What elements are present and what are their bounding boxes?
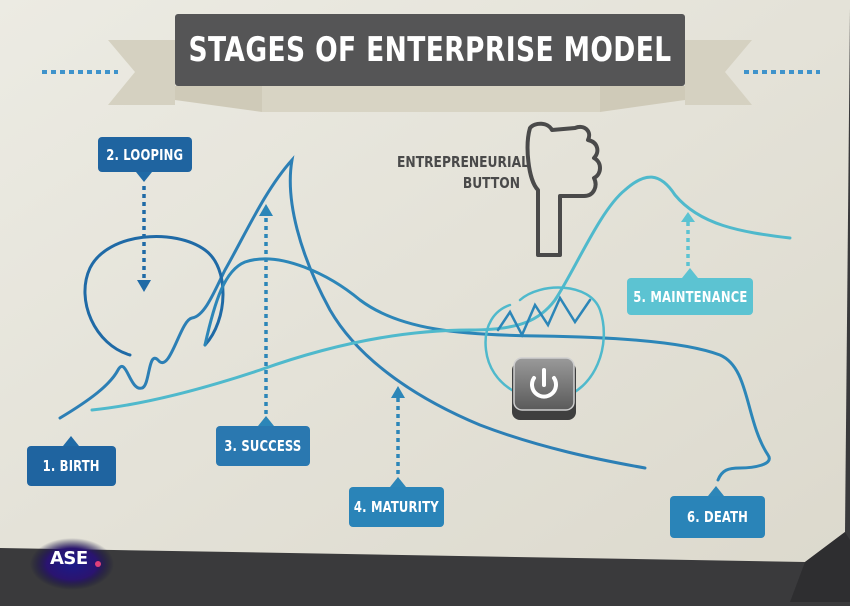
pointer-looping	[136, 172, 152, 182]
entrepreneurial-label-line1: ENTREPRENEURIAL	[397, 153, 529, 171]
title-banner	[175, 14, 685, 86]
stage-success-label: 3. SUCCESS	[216, 426, 310, 466]
pointer-maintenance	[682, 268, 698, 278]
ribbon-left	[108, 40, 175, 105]
ribbon-right	[685, 40, 752, 105]
arrowhead-maturity	[391, 386, 405, 398]
pointer-death	[708, 486, 724, 496]
pointing-hand-icon	[525, 121, 602, 257]
ase-logo-icon	[30, 538, 114, 590]
stage-maturity-label: 4. MATURITY	[349, 487, 444, 527]
ase-logo-dot-icon	[95, 561, 101, 567]
curve-maintenance	[90, 175, 792, 412]
entrepreneurial-button-label: ENTREPRENEURIAL BUTTON	[370, 152, 529, 194]
stage-birth-text: 1. BIRTH	[42, 457, 101, 475]
paper-curl	[790, 532, 850, 602]
paper-sheet	[0, 0, 850, 562]
stage-maintenance-text: 5. MAINTENANCE	[632, 287, 748, 306]
stage-death-text: 6. DEATH	[686, 508, 749, 526]
pointer-maturity	[390, 477, 406, 487]
ase-logo-text: ASE	[50, 548, 88, 569]
pointer-birth	[63, 436, 79, 446]
pointer-success	[258, 416, 274, 426]
curve-zigzag	[496, 295, 592, 338]
ribbon-fold-left	[175, 86, 262, 112]
arrowhead-looping	[137, 280, 151, 292]
stage-looping-text: 2. LOOPING	[106, 145, 184, 164]
arrowhead-maintenance	[681, 212, 695, 222]
stage-success-text: 3. SUCCESS	[224, 437, 302, 455]
curve-birth-success	[58, 155, 647, 470]
stage-death-label: 6. DEATH	[670, 496, 765, 538]
ribbon-center	[262, 86, 600, 112]
stage-birth-label: 1. BIRTH	[27, 446, 116, 486]
stage-maintenance-label: 5. MAINTENANCE	[627, 278, 753, 315]
arrowhead-success	[259, 204, 273, 216]
entrepreneurial-label-line2: BUTTON	[462, 174, 520, 192]
power-button-icon[interactable]	[512, 357, 576, 420]
stage-looping-label: 2. LOOPING	[98, 137, 192, 172]
page-title: STAGES OF ENTERPRISE MODEL	[188, 30, 672, 70]
ribbon-fold-right	[600, 86, 685, 112]
stage-maturity-text: 4. MATURITY	[354, 498, 439, 516]
